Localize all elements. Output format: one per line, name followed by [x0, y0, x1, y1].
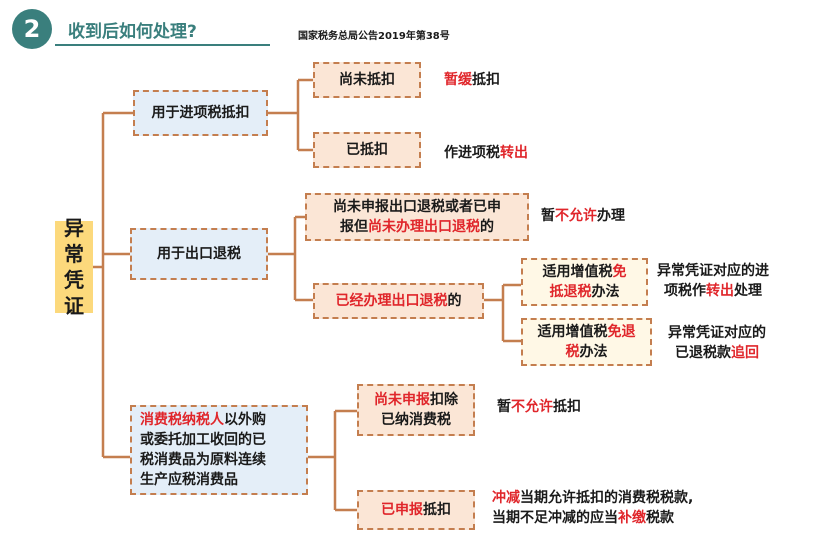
result-suspend-deduction: 暂缓抵扣 [444, 70, 500, 90]
result-offset-and-pay: 冲减当期允许抵扣的消费税税款, 当期不足冲减的应当补缴税款 [492, 488, 693, 528]
node-export-tax-refund: 用于出口退税 [130, 228, 268, 280]
root-label-char: 凭 [64, 268, 84, 292]
plain-text: 的 [447, 293, 462, 309]
root-label-char: 证 [64, 294, 84, 318]
result-transfer-out: 作进项税转出 [444, 143, 528, 163]
root-node-abnormal-voucher: 异 常 凭 证 [55, 216, 93, 318]
plain-text: 以外购 [224, 412, 266, 428]
node-refund-processed: 已经办理出口退税的 [313, 283, 484, 319]
plain-text: 已退税款 [675, 345, 731, 361]
step-number-badge: 2 [12, 9, 52, 49]
node-input-tax-deduction: 用于进项税抵扣 [133, 90, 268, 136]
highlight-text: 已申报 [381, 502, 423, 518]
plain-text: 抵扣 [553, 399, 581, 415]
plain-text: 或委托加工收回的已 [140, 432, 266, 448]
node-already-declared: 已申报抵扣 [357, 490, 475, 530]
reference-note: 国家税务总局公告2019年第38号 [298, 31, 450, 42]
plain-text: 抵扣 [472, 72, 500, 88]
highlight-text: 已经办理出口退税 [335, 293, 448, 309]
plain-text: 异常凭证对应的进 [657, 263, 769, 279]
plain-text: 适用增值税 [537, 324, 608, 340]
plain-text: 办法 [579, 344, 608, 360]
plain-text: 报但 [340, 219, 368, 235]
plain-text: 抵扣 [423, 502, 451, 518]
plain-text: 已纳消费税 [381, 412, 451, 428]
highlight-text: 税 [565, 344, 580, 360]
node-label: 用于进项税抵扣 [151, 105, 250, 121]
root-label-char: 常 [64, 242, 84, 266]
page-title: 收到后如何处理? [68, 22, 197, 42]
highlight-text: 转出 [500, 145, 528, 161]
highlight-text: 追回 [731, 345, 759, 361]
result-not-allowed-processing: 暂不允许办理 [541, 206, 625, 226]
title-underline [55, 44, 270, 46]
node-consumption-taxpayer: 消费税纳税人以外购 或委托加工收回的已 税消费品为原料连续 生产应税消费品 [130, 405, 308, 495]
plain-text: 当期允许抵扣的消费税税款, [520, 490, 694, 506]
highlight-text: 冲减 [492, 490, 520, 506]
node-exempt-refund-method: 适用增值税免退 税办法 [521, 318, 652, 366]
node-label: 用于出口退税 [157, 246, 241, 262]
highlight-text: 尚未办理出口退税 [368, 219, 480, 235]
node-label: 已抵扣 [346, 142, 388, 158]
highlight-text: 抵退税 [549, 284, 592, 300]
plain-text: 暂 [541, 208, 555, 224]
node-already-deducted: 已抵扣 [313, 132, 421, 168]
plain-text: 暂 [497, 399, 511, 415]
result-input-tax-transfer-out: 异常凭证对应的进 项税作转出处理 [657, 261, 769, 301]
root-label-char: 异 [64, 216, 84, 240]
node-label: 尚未抵扣 [339, 72, 395, 88]
node-refund-not-processed: 尚未申报出口退税或者已申 报但尚未办理出口退税的 [305, 193, 529, 241]
highlight-text: 免 [612, 264, 627, 280]
plain-text: 扣除 [430, 392, 458, 408]
result-recover-refund: 异常凭证对应的 已退税款追回 [668, 323, 766, 363]
result-deduction-not-allowed: 暂不允许抵扣 [497, 397, 581, 417]
plain-text: 异常凭证对应的 [668, 325, 766, 341]
highlight-text: 补缴 [618, 510, 646, 526]
node-not-yet-declared: 尚未申报扣除 已纳消费税 [357, 384, 475, 436]
plain-text: 税款 [646, 510, 674, 526]
highlight-text: 免退 [607, 324, 636, 340]
node-exempt-offset-refund-method: 适用增值税免 抵退税办法 [521, 258, 648, 306]
plain-text: 项税作 [664, 283, 706, 299]
plain-text: 办理 [597, 208, 625, 224]
highlight-text: 暂缓 [444, 72, 472, 88]
plain-text: 办法 [591, 284, 620, 300]
plain-text: 尚未申报出口退税或者已申 [333, 199, 501, 215]
plain-text: 生产应税消费品 [140, 472, 238, 488]
highlight-text: 不允许 [511, 399, 553, 415]
plain-text: 作进项税 [444, 145, 500, 161]
highlight-text: 不允许 [555, 208, 597, 224]
plain-text: 处理 [734, 283, 762, 299]
node-not-yet-deducted: 尚未抵扣 [313, 62, 421, 98]
plain-text: 当期不足冲减的应当 [492, 510, 618, 526]
highlight-text: 尚未申报 [374, 392, 430, 408]
plain-text: 适用增值税 [542, 264, 613, 280]
highlight-text: 转出 [706, 283, 734, 299]
plain-text: 的 [480, 219, 494, 235]
plain-text: 税消费品为原料连续 [140, 452, 266, 468]
highlight-text: 消费税纳税人 [140, 412, 224, 428]
